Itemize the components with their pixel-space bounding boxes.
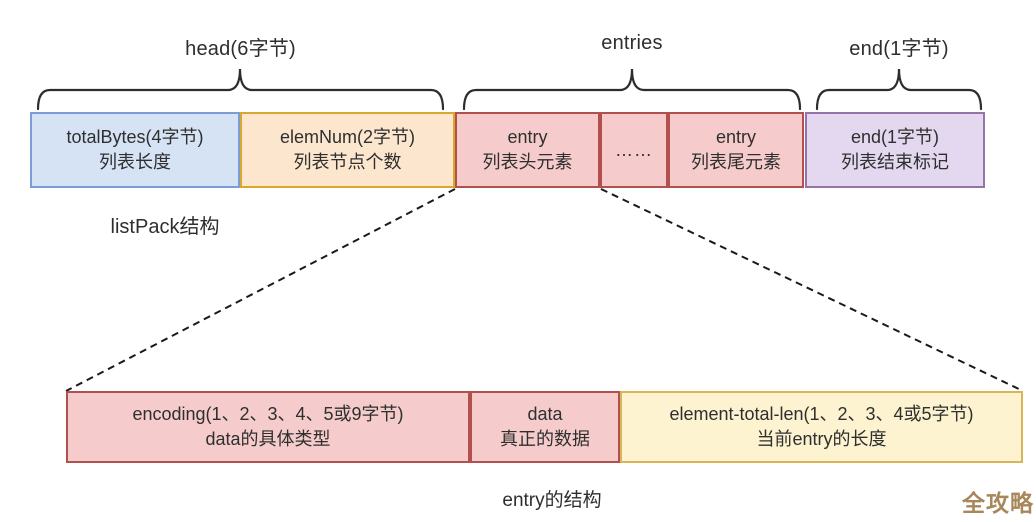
cell-entry-tail: entry 列表尾元素 [668, 112, 804, 188]
zoom-connector-right [600, 188, 1024, 392]
cell-totalbytes: totalBytes(4字节) 列表长度 [30, 112, 240, 188]
cell-element-total-len: element-total-len(1、2、3、4或5字节) 当前entry的长… [620, 391, 1023, 463]
listpack-row-caption: listPack结构 [110, 216, 220, 238]
cell-entry-ellipsis: …… [600, 112, 668, 188]
cell-entry-head: entry 列表头元素 [455, 112, 600, 188]
cell-encoding-desc: data的具体类型 [205, 429, 331, 449]
cell-element-total-len-name: element-total-len(1、2、3、4或5字节) [669, 404, 974, 424]
cell-elemnum: elemNum(2字节) 列表节点个数 [240, 112, 455, 188]
cell-encoding: encoding(1、2、3、4、5或9字节) data的具体类型 [66, 391, 470, 463]
cell-totalbytes-desc: 列表长度 [99, 152, 171, 172]
cell-encoding-name: encoding(1、2、3、4、5或9字节) [132, 404, 404, 424]
cell-end-desc: 列表结束标记 [841, 152, 949, 172]
cell-end-name: end(1字节) [850, 127, 940, 147]
cell-entry-tail-name: entry [715, 127, 757, 147]
cell-entry-head-desc: 列表头元素 [482, 152, 573, 172]
cell-entry-tail-desc: 列表尾元素 [691, 152, 781, 172]
end-brace [815, 68, 983, 111]
head-brace [36, 68, 445, 111]
cell-entry-head-name: entry [507, 127, 548, 147]
cell-data-desc: 真正的数据 [500, 429, 590, 449]
head-group-label: head(6字节) [185, 38, 296, 60]
cell-element-total-len-desc: 当前entry的长度 [756, 429, 887, 449]
cell-data: data 真正的数据 [470, 391, 620, 463]
watermark: 全攻略 [962, 490, 1034, 516]
cell-elemnum-desc: 列表节点个数 [293, 152, 402, 172]
entry-row-caption: entry的结构 [502, 490, 602, 511]
cell-elemnum-name: elemNum(2字节) [279, 127, 416, 147]
cell-end: end(1字节) 列表结束标记 [805, 112, 985, 188]
entries-group-label: entries [601, 32, 663, 54]
cell-totalbytes-name: totalBytes(4字节) [66, 127, 204, 147]
ellipsis-text: …… [615, 139, 653, 160]
entries-brace [462, 68, 802, 111]
end-group-label: end(1字节) [849, 38, 949, 60]
cell-data-name: data [527, 404, 563, 424]
